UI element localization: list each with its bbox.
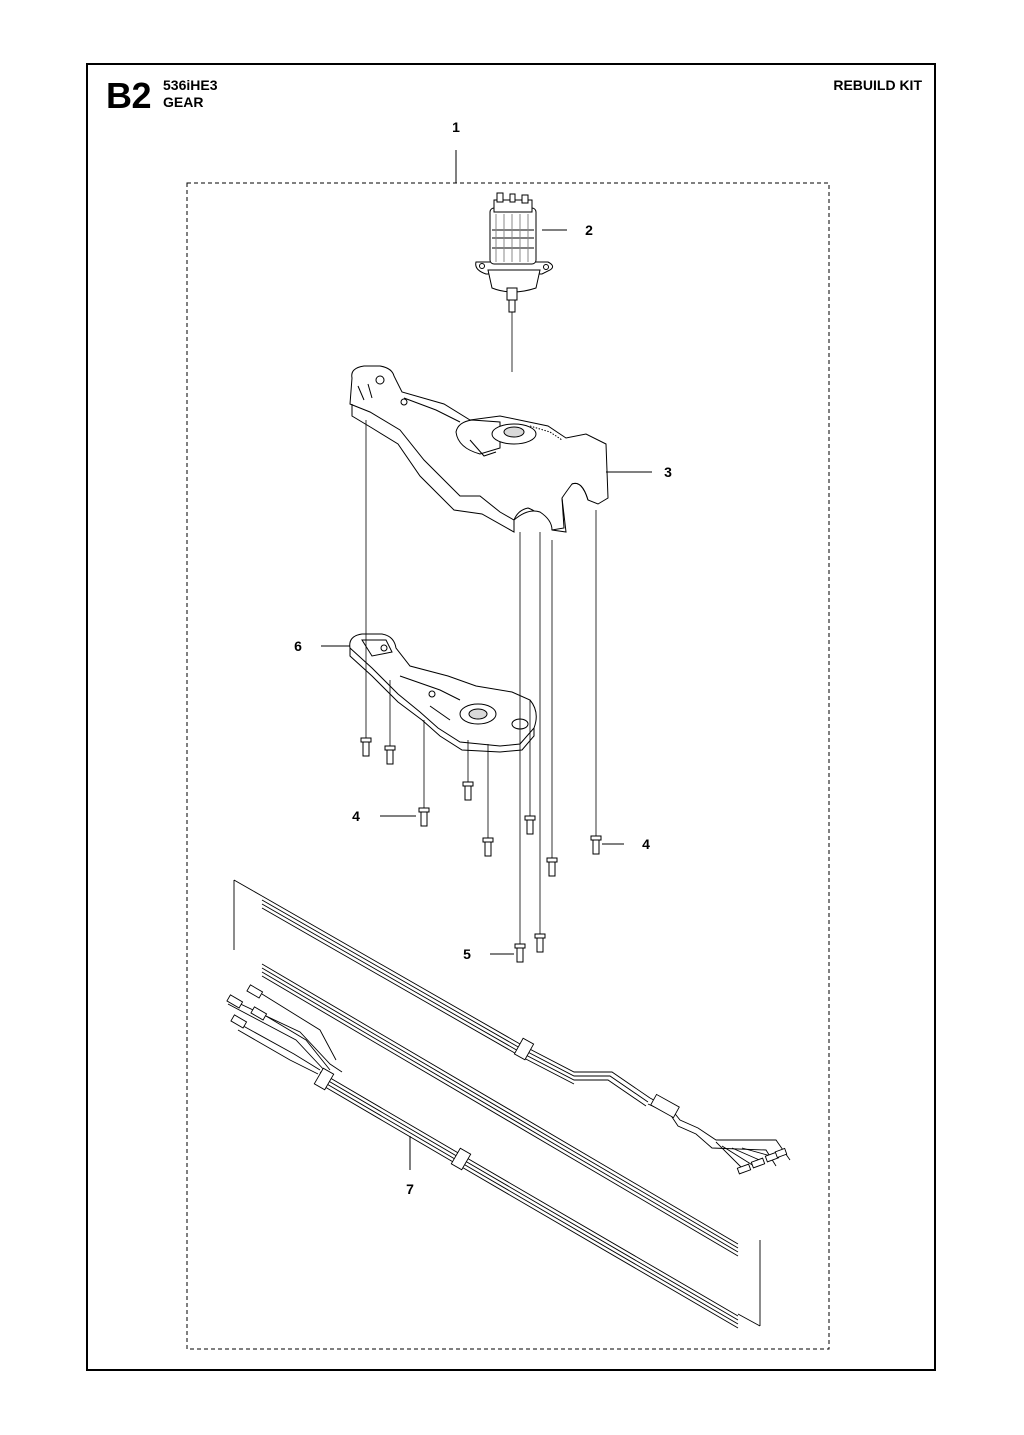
callout-screw-right: 4	[642, 836, 650, 852]
callout-screw-left: 4	[352, 808, 360, 824]
motor-part	[475, 192, 554, 313]
kit-label: REBUILD KIT	[833, 77, 922, 93]
model-name: 536iHE3	[163, 77, 218, 93]
section-code: B2	[106, 75, 152, 116]
cable-harness-part	[226, 879, 791, 1329]
kit-boundary	[186, 182, 830, 1350]
screw	[384, 745, 396, 765]
callout-motor: 2	[585, 222, 593, 238]
callout-gear-cover: 6	[294, 638, 302, 654]
screw	[418, 807, 430, 827]
screw	[462, 781, 474, 801]
screw	[482, 837, 494, 857]
short-screw	[534, 933, 546, 953]
screw	[360, 737, 372, 757]
screws	[360, 737, 602, 963]
short-screw	[514, 943, 526, 963]
gear-housing-part	[349, 365, 609, 533]
callout-gear-housing: 3	[664, 464, 672, 480]
drawing-frame	[86, 63, 936, 1371]
gear-cover-part	[349, 633, 537, 753]
screw	[524, 815, 536, 835]
callout-kit: 1	[452, 119, 460, 135]
group-name: GEAR	[163, 94, 204, 110]
screw	[590, 835, 602, 855]
callout-screw-short: 5	[463, 946, 471, 962]
alignment-lines	[365, 420, 597, 944]
callout-cable-harness: 7	[406, 1181, 414, 1197]
screw	[546, 857, 558, 877]
